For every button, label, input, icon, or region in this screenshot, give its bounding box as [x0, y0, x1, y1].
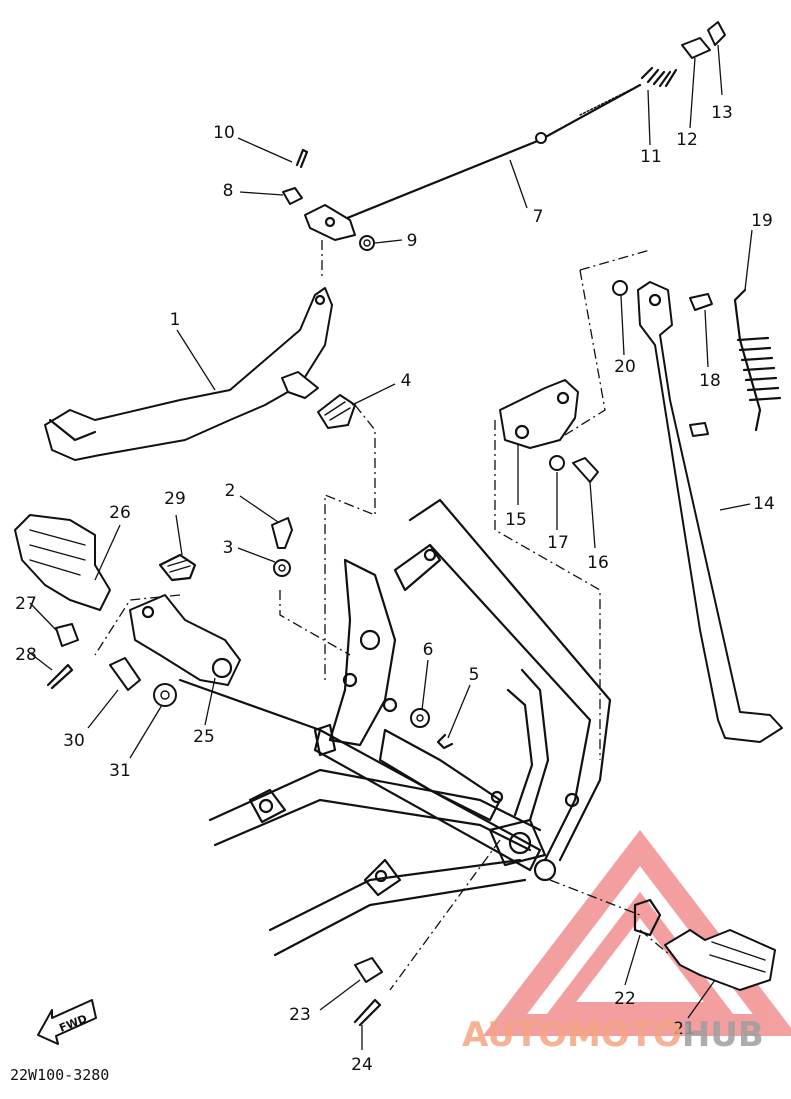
callout-4: 4: [401, 371, 412, 391]
left-footrest: [14, 514, 241, 707]
callout-28: 28: [15, 645, 37, 665]
callout-1: 1: [170, 310, 181, 330]
callout-31: 31: [109, 761, 131, 781]
watermark-text: AUTOMOTOHUB: [462, 1015, 764, 1055]
watermark-part1: AUTOMOTO: [462, 1015, 682, 1055]
callout-2: 2: [225, 481, 236, 501]
callout-15: 15: [505, 510, 527, 530]
callout-18: 18: [699, 371, 721, 391]
watermark-part2: HUB: [682, 1015, 764, 1055]
callout-17: 17: [547, 533, 569, 553]
callout-11: 11: [640, 147, 662, 167]
callout-24: 24: [351, 1055, 373, 1075]
callout-25: 25: [193, 727, 215, 747]
callout-3: 3: [223, 538, 234, 558]
callout-9: 9: [407, 231, 418, 251]
side-stand: [499, 280, 783, 743]
callout-labels: 1 2 3 4 5 6 7 8 9 10 11 12 13 14 15 16 1…: [15, 103, 775, 1075]
callout-7: 7: [533, 207, 544, 227]
leader-lines: [29, 44, 753, 1050]
callout-20: 20: [614, 357, 636, 377]
callout-13: 13: [711, 103, 733, 123]
callout-6: 6: [423, 640, 434, 660]
callout-22: 22: [614, 989, 636, 1009]
callout-19: 19: [751, 211, 773, 231]
callout-27: 27: [15, 594, 37, 614]
callout-5: 5: [469, 665, 480, 685]
callout-30: 30: [63, 731, 85, 751]
brake-pedal: [44, 287, 333, 461]
brake-rod: [304, 83, 642, 241]
callout-12: 12: [676, 130, 698, 150]
drawing-code: 22W100-3280: [10, 1066, 109, 1084]
callout-16: 16: [587, 553, 609, 573]
callout-26: 26: [109, 503, 131, 523]
callout-8: 8: [223, 181, 234, 201]
callout-14: 14: [753, 494, 775, 514]
callout-21: 21: [673, 1019, 695, 1039]
small-parts-top: [282, 21, 726, 429]
right-footrest: [353, 898, 776, 1027]
fwd-arrow-icon: FWD: [37, 999, 97, 1045]
small-parts-mid: [271, 517, 454, 750]
frame: [178, 498, 612, 957]
svg-text:AUTOMOTOHUB: AUTOMOTOHUB: [462, 1015, 764, 1055]
callout-23: 23: [289, 1005, 311, 1025]
callout-10: 10: [213, 123, 235, 143]
callout-29: 29: [164, 489, 186, 509]
